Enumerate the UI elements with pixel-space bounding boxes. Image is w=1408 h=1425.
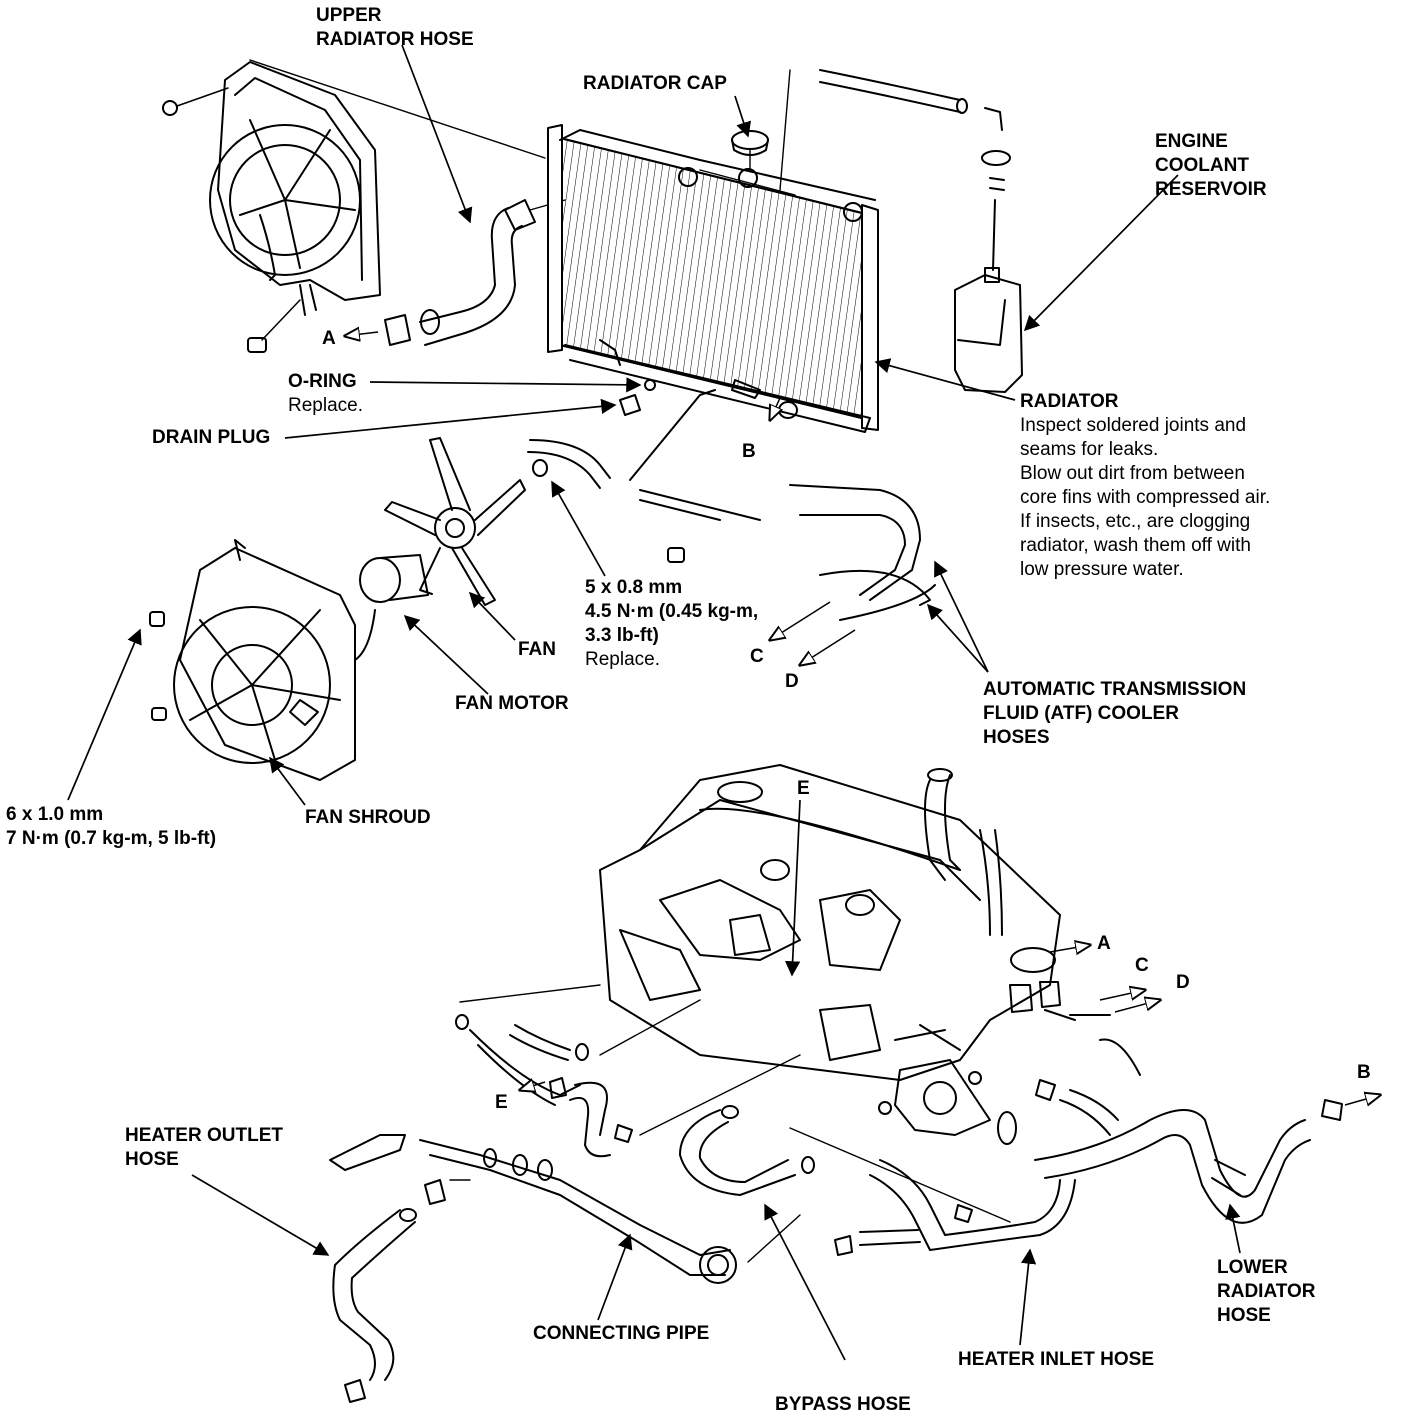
radiator-label: RADIATOR Inspect soldered joints and sea… — [1020, 390, 1270, 582]
bolt-large-size: 6 x 1.0 mm — [6, 804, 104, 825]
connecting-pipe-label: CONNECTING PIPE — [533, 1323, 710, 1344]
coolant-reservoir-drawing — [819, 69, 1023, 393]
ref-b-upper: B — [742, 441, 756, 462]
radiator-note-3: Blow out dirt from between — [1020, 463, 1245, 484]
ref-a-lower: A — [1097, 933, 1111, 954]
fan-label: FAN — [518, 639, 556, 660]
ref-e-upper: E — [797, 778, 810, 799]
upper-fan-shroud — [209, 61, 381, 316]
bolt-small-size: 5 x 0.8 mm — [585, 577, 683, 598]
ref-b-lower: B — [1357, 1062, 1371, 1083]
o-ring-title: O-RING — [288, 371, 357, 392]
ref-a-upper: A — [322, 328, 336, 349]
radiator-note-1: Inspect soldered joints and — [1020, 415, 1247, 436]
lower-radiator-hose-line-2: RADIATOR — [1217, 1281, 1316, 1302]
drain-plug-drawing — [619, 379, 656, 416]
radiator-cap-drawing — [731, 130, 769, 171]
radiator-title: RADIATOR — [1020, 391, 1119, 412]
upper-radiator-hose-drawing — [384, 199, 566, 346]
bypass-hose-drawing — [639, 1054, 815, 1196]
lower-radiator-hose-label: LOWER RADIATOR HOSE — [1217, 1256, 1316, 1328]
heater-inlet-hose-drawing — [789, 1127, 1076, 1256]
bolt-small-spec-label: 5 x 0.8 mm 4.5 N·m (0.45 kg-m, 3.3 lb-ft… — [585, 576, 758, 672]
fan-motor-drawing — [354, 554, 429, 661]
bolt-large-spec-label: 6 x 1.0 mm 7 N·m (0.7 kg-m, 5 lb-ft) — [6, 803, 216, 851]
atf-cooler-hoses-line-3: HOSES — [983, 727, 1050, 748]
radiator-note-5: If insects, etc., are clogging — [1020, 511, 1251, 532]
engine-coolant-reservoir-label: ENGINE COOLANT RESERVOIR — [1155, 130, 1267, 202]
ref-e-lower: E — [495, 1092, 508, 1113]
connecting-pipe-drawing — [419, 1139, 801, 1284]
engine-coolant-reservoir-line-2: COOLANT — [1155, 155, 1249, 176]
engine-drawing — [459, 764, 1141, 1081]
engine-coolant-reservoir-line-1: ENGINE — [1155, 131, 1228, 152]
radiator-drawing — [547, 69, 879, 433]
heater-outlet-hose-line-2: HOSE — [125, 1149, 179, 1170]
heater-outlet-hose-drawing — [329, 1134, 471, 1403]
fan-drawing — [384, 437, 526, 606]
reference-arrows — [345, 332, 1380, 1105]
thermostat-housing-drawing — [878, 1024, 1017, 1145]
bolt-small-note: Replace. — [585, 649, 660, 670]
lower-fan-shroud-drawing — [149, 539, 356, 781]
drain-plug-label: DRAIN PLUG — [152, 427, 271, 448]
bypass-hose-label: BYPASS HOSE — [775, 1394, 911, 1415]
fan-shroud-label: FAN SHROUD — [305, 807, 431, 828]
ref-d-lower: D — [1176, 972, 1190, 993]
upper-radiator-hose-line-1: UPPER — [316, 5, 382, 26]
upper-shroud-bolts — [162, 59, 546, 353]
leader-lines — [67, 44, 1241, 1361]
ref-c-upper: C — [750, 646, 764, 667]
radiator-note-4: core fins with compressed air. — [1020, 487, 1271, 508]
fan-motor-label: FAN MOTOR — [455, 693, 569, 714]
atf-cooler-hoses-line-1: AUTOMATIC TRANSMISSION — [983, 679, 1247, 700]
atf-cooler-hoses-drawing — [527, 389, 936, 621]
bolt-large-torque: 7 N·m (0.7 kg-m, 5 lb-ft) — [6, 828, 217, 849]
lower-radiator-hose-drawing — [1034, 1079, 1343, 1224]
e-hose-drawing — [455, 1014, 633, 1158]
bolt-small-torque-2: 3.3 lb-ft) — [585, 625, 659, 646]
o-ring-label: O-RING Replace. — [288, 370, 363, 418]
engine-coolant-reservoir-line-3: RESERVOIR — [1155, 179, 1267, 200]
radiator-note-7: low pressure water. — [1020, 559, 1184, 580]
heater-inlet-hose-label: HEATER INLET HOSE — [958, 1349, 1154, 1370]
ref-d-upper: D — [785, 671, 799, 692]
heater-outlet-hose-line-1: HEATER OUTLET — [125, 1125, 283, 1146]
lower-radiator-hose-line-3: HOSE — [1217, 1305, 1271, 1326]
upper-radiator-hose-label: UPPER RADIATOR HOSE — [316, 4, 474, 52]
bolt-small-torque-1: 4.5 N·m (0.45 kg-m, — [585, 601, 759, 622]
heater-outlet-hose-label: HEATER OUTLET HOSE — [125, 1124, 283, 1172]
radiator-note-6: radiator, wash them off with — [1020, 535, 1251, 556]
atf-cooler-hoses-label: AUTOMATIC TRANSMISSION FLUID (ATF) COOLE… — [983, 678, 1246, 750]
radiator-note-2: seams for leaks. — [1020, 439, 1159, 460]
radiator-cap-label: RADIATOR CAP — [583, 73, 727, 94]
lower-radiator-hose-line-1: LOWER — [1217, 1257, 1288, 1278]
ref-c-lower: C — [1135, 955, 1149, 976]
upper-radiator-hose-line-2: RADIATOR HOSE — [316, 29, 474, 50]
o-ring-note: Replace. — [288, 395, 363, 416]
atf-cooler-hoses-line-2: FLUID (ATF) COOLER — [983, 703, 1179, 724]
